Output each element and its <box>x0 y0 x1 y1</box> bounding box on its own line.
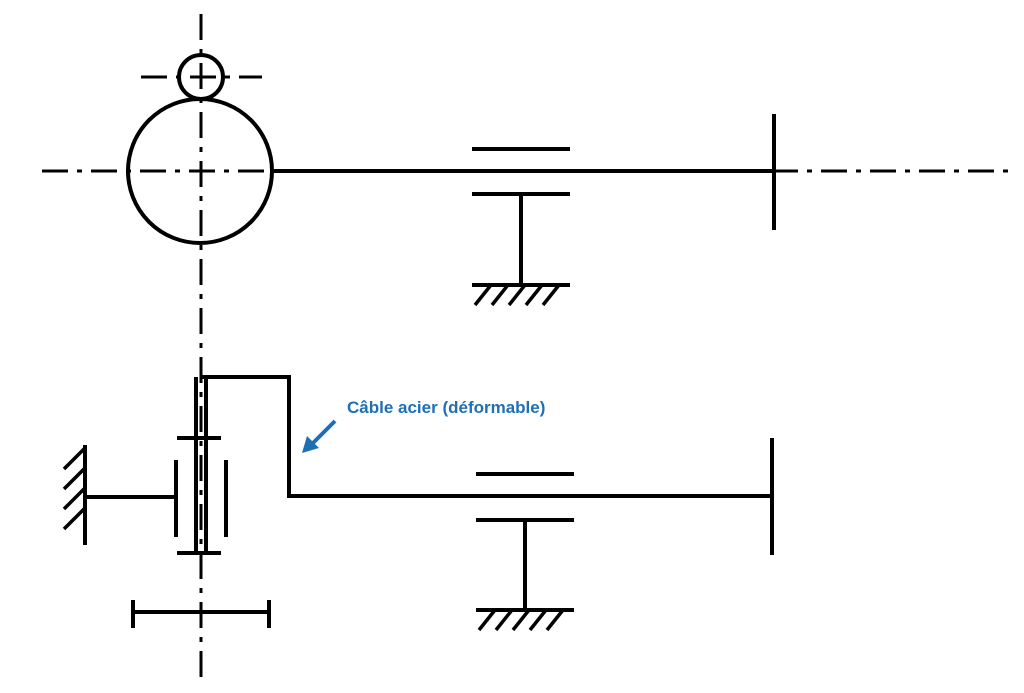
callout-arrow-head <box>302 436 319 453</box>
callout-arrow-line <box>310 419 337 446</box>
top-assembly <box>126 53 776 307</box>
bottom-ground-hatch <box>477 608 565 632</box>
top-ground-hatch <box>473 283 561 307</box>
cable-label: Câble acier (déformable) <box>347 398 545 417</box>
center-lines <box>42 14 1012 686</box>
bottom-assembly <box>62 375 774 632</box>
steel-cable <box>201 375 772 498</box>
wall-hatch <box>62 446 87 531</box>
cable-callout: Câble acier (déformable) <box>302 398 545 453</box>
